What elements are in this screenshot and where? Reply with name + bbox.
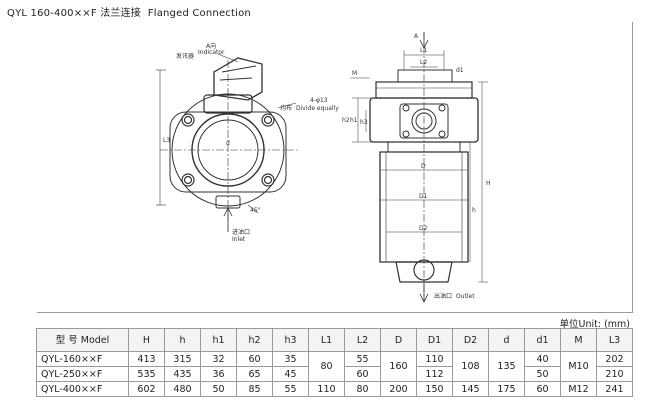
cell-L3: 210 (596, 366, 633, 382)
cell-model: QYL-400××F (36, 381, 129, 397)
cell-L1-merged: 80 (308, 351, 345, 382)
header-h3: h3 (272, 328, 309, 352)
cell-h1: 36 (200, 366, 237, 382)
cell-L2: 80 (344, 381, 381, 397)
cell-h: 315 (164, 351, 201, 367)
l3-label: L3 (163, 137, 170, 144)
cell-D1: 110 (416, 351, 453, 367)
indicator-label-cn: 发讯器 (176, 52, 194, 60)
m-label: M (352, 70, 357, 77)
cell-d1: 40 (524, 351, 561, 367)
divide-label-cn: 均布 (280, 104, 292, 112)
a-view-label: A向 (206, 42, 216, 50)
cell-h3: 55 (272, 381, 309, 397)
cell-L2: 55 (344, 351, 381, 367)
cell-D-merged: 160 (380, 351, 417, 382)
inlet-label-en: Inlet (232, 236, 246, 243)
header-h1: h1 (200, 328, 237, 352)
cell-L1: 110 (308, 381, 345, 397)
cell-model: QYL-250××F (36, 366, 129, 382)
cell-L2: 60 (344, 366, 381, 382)
big-d1-label: D1 (419, 193, 428, 200)
table-row: QYL-250××F 535 435 36 65 45 60 112 50 21… (36, 366, 633, 382)
divide-label-en: Divide equally (296, 105, 339, 112)
cell-D2: 145 (452, 381, 489, 397)
cell-M: M12 (560, 381, 597, 397)
h2-label: h2 (342, 117, 350, 124)
d-label: d (226, 140, 230, 147)
page-title: QYL 160-400××F 法兰连接 Flanged Connection (7, 8, 251, 19)
cell-h2: 85 (236, 381, 273, 397)
outlet-label-en: Outlet (456, 293, 475, 300)
l1-label: L1 (420, 47, 427, 54)
cell-model: QYL-160××F (36, 351, 129, 367)
angle-label: 45° (250, 207, 261, 214)
cell-h: 435 (164, 366, 201, 382)
table-row: QYL-160××F 413 315 32 60 35 80 55 160 11… (36, 351, 633, 382)
cell-L3: 202 (596, 351, 633, 367)
cell-D2-merged: 108 (452, 351, 489, 382)
cell-h3: 35 (272, 351, 309, 367)
cell-D: 200 (380, 381, 417, 397)
cell-d: 175 (488, 381, 525, 397)
d1-small-label: d1 (456, 67, 464, 74)
header-D: D (380, 328, 417, 352)
cell-L3: 241 (596, 381, 633, 397)
header-H: H (128, 328, 165, 352)
header-L3: L3 (596, 328, 633, 352)
h3-label: h3 (360, 119, 368, 126)
cell-M-merged: M10 (560, 351, 597, 382)
cell-D1: 112 (416, 366, 453, 382)
big-d-label: D (421, 163, 426, 170)
cell-h: 480 (164, 381, 201, 397)
technical-drawing: 发讯器 A向 Indicator 4-φ13 均布 Divide equally… (156, 32, 491, 303)
cell-h2: 60 (236, 351, 273, 367)
h-small-label: h (472, 207, 476, 214)
cell-h1: 50 (200, 381, 237, 397)
cell-H: 602 (128, 381, 165, 397)
cell-d1: 60 (524, 381, 561, 397)
outlet-label-cn: 出油口 (434, 292, 452, 300)
header-h2: h2 (236, 328, 273, 352)
unit-label: 单位Unit: (mm) (559, 319, 630, 330)
header-d1: d1 (524, 328, 561, 352)
big-d2-label: D2 (419, 225, 428, 232)
header-h: h (164, 328, 201, 352)
hole-spec-label: 4-φ13 (310, 97, 328, 104)
header-D2: D2 (452, 328, 489, 352)
table-header-row: 型 号 Model H h h1 h2 h3 L1 L2 D D1 D2 d d… (36, 328, 633, 352)
side-view (350, 32, 488, 303)
header-L2: L2 (344, 328, 381, 352)
indicator-label-en: Indicator (198, 49, 225, 56)
l2-label: L2 (420, 59, 427, 66)
cell-h1: 32 (200, 351, 237, 367)
inlet-label-cn: 进油口 (232, 228, 250, 236)
cell-h2: 65 (236, 366, 273, 382)
front-view (156, 53, 300, 232)
header-model: 型 号 Model (36, 328, 129, 352)
cell-d-merged: 135 (488, 351, 525, 382)
cell-H: 535 (128, 366, 165, 382)
a-direction-label: A (414, 33, 419, 40)
header-M: M (560, 328, 597, 352)
header-d: d (488, 328, 525, 352)
table-row: QYL-400××F 602 480 50 85 55 110 80 200 1… (36, 381, 633, 397)
spec-table: 型 号 Model H h h1 h2 h3 L1 L2 D D1 D2 d d… (36, 328, 633, 397)
cell-H: 413 (128, 351, 165, 367)
drawing-frame (37, 22, 633, 313)
header-L1: L1 (308, 328, 345, 352)
cell-d1: 50 (524, 366, 561, 382)
header-D1: D1 (416, 328, 453, 352)
cell-h3: 45 (272, 366, 309, 382)
cell-D1: 150 (416, 381, 453, 397)
h1-label: h1 (350, 117, 358, 124)
h-big-label: H (486, 180, 491, 187)
